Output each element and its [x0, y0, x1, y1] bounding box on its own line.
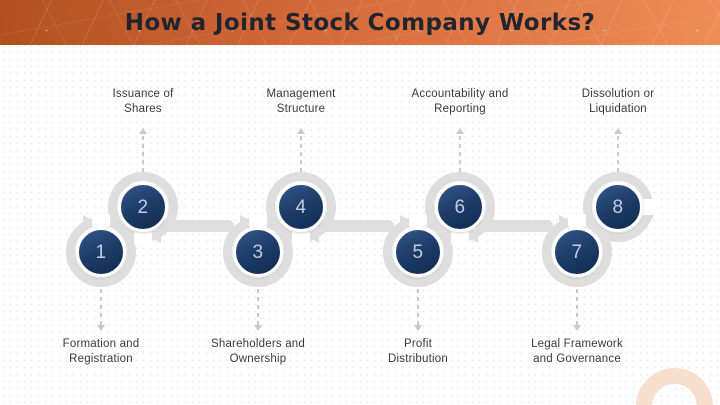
callout-arrow-icon: [139, 128, 147, 134]
step-circle: 6: [435, 182, 485, 232]
step-label: Formation and Registration: [62, 338, 140, 366]
callout-arrow-icon: [97, 325, 105, 331]
ring-arrow-icon: [644, 215, 654, 224]
ring-arrow-icon: [469, 233, 478, 243]
step-number: 6: [454, 196, 466, 218]
step-number: 2: [137, 196, 149, 218]
step-ring-gap: [92, 214, 110, 227]
callout-arrow-icon: [573, 325, 581, 331]
ring-arrow-icon: [310, 233, 319, 243]
step-label: Accountability and Reporting: [411, 88, 509, 116]
step-number: 8: [612, 196, 624, 218]
callout-arrow-icon: [254, 325, 262, 331]
callout-arrow-icon: [456, 128, 464, 134]
step-label: Profit Distribution: [388, 338, 448, 366]
step-ring-gap: [451, 232, 469, 245]
connector-bar: [476, 220, 553, 232]
step-number: 7: [571, 241, 583, 263]
ring-arrow-icon: [400, 215, 409, 225]
step-circle: 3: [233, 227, 283, 277]
callout-arrow-icon: [614, 128, 622, 134]
step-label: Management Structure: [266, 88, 336, 116]
ring-arrow-icon: [240, 215, 249, 225]
connector-bar: [317, 220, 394, 232]
step-ring-gap: [642, 199, 656, 215]
step-circle: 5: [393, 227, 443, 277]
callout-dash-line: [459, 136, 461, 172]
step-label: Dissolution or Liquidation: [581, 88, 655, 116]
step-circle: 4: [276, 182, 326, 232]
step-circle: 1: [76, 227, 126, 277]
connector-bar: [159, 220, 234, 232]
ring-arrow-icon: [83, 215, 92, 225]
header-banner: How a Joint Stock Company Works?: [0, 0, 720, 45]
callout-dash-line: [142, 136, 144, 172]
callout-dash-line: [617, 136, 619, 172]
step-number: 4: [295, 196, 307, 218]
step-ring-gap: [134, 232, 152, 245]
callout-dash-line: [300, 136, 302, 172]
step-label: Issuance of Shares: [112, 88, 174, 116]
callout-dash-line: [100, 289, 102, 325]
callout-arrow-icon: [297, 128, 305, 134]
page-title: How a Joint Stock Company Works?: [124, 9, 596, 36]
step-circle: 8: [593, 182, 643, 232]
callout-arrow-icon: [414, 325, 422, 331]
step-ring-gap: [249, 214, 267, 227]
step-ring-gap: [568, 214, 586, 227]
ring-arrow-icon: [152, 233, 161, 243]
callout-dash-line: [576, 289, 578, 325]
callout-dash-line: [257, 289, 259, 325]
step-circle: 7: [552, 227, 602, 277]
step-ring-gap: [409, 214, 427, 227]
step-label: Legal Framework and Governance: [531, 338, 623, 366]
step-number: 1: [95, 241, 107, 263]
step-label: Shareholders and Ownership: [211, 338, 305, 366]
step-number: 3: [252, 241, 264, 263]
ring-arrow-icon: [559, 215, 568, 225]
step-ring-gap: [292, 232, 310, 245]
step-circle: 2: [118, 182, 168, 232]
step-number: 5: [412, 241, 424, 263]
callout-dash-line: [417, 289, 419, 325]
